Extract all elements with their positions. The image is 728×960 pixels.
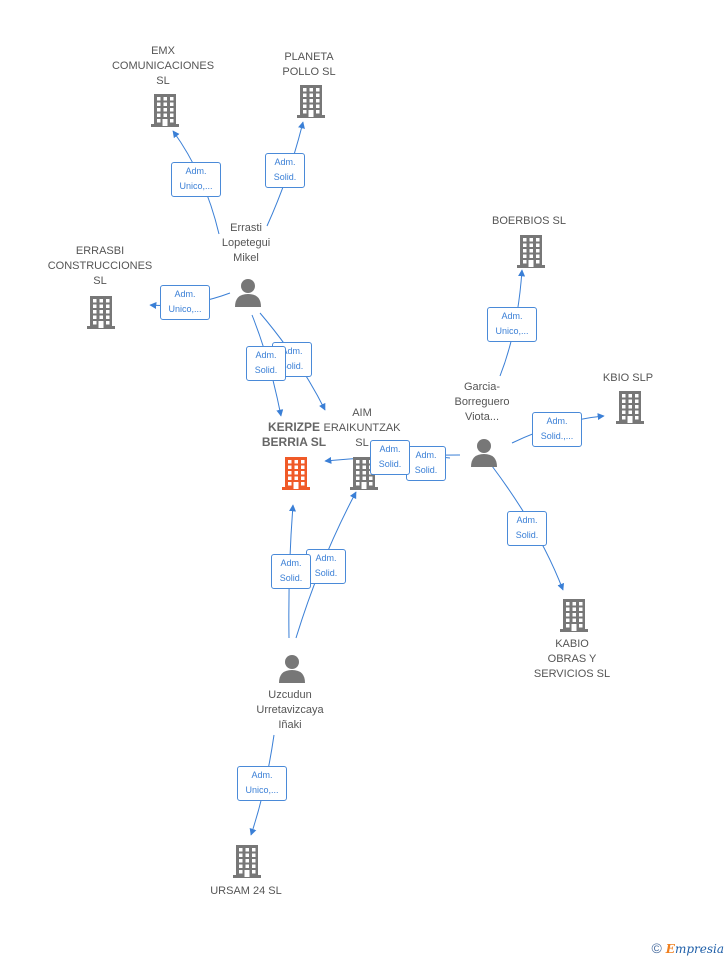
edge-label[interactable]: Adm. Solid.	[370, 440, 410, 475]
edge-label[interactable]: Adm. Solid.	[306, 549, 346, 584]
building-icon[interactable]	[296, 84, 326, 123]
person-icon[interactable]	[233, 277, 263, 312]
edge-label[interactable]: Adm. Unico,...	[171, 162, 221, 197]
person-name[interactable]: Uzcudun Urretavizcaya Iñaki	[256, 689, 324, 731]
edge-label[interactable]: Adm. Solid.	[507, 511, 547, 546]
copyright-icon: ©	[651, 940, 662, 956]
company-name[interactable]: KBIO SLP	[602, 372, 654, 384]
edge-label[interactable]: Adm. Solid.	[271, 554, 311, 589]
edge-label[interactable]: Adm. Unico,...	[237, 766, 287, 801]
company-name[interactable]: KABIO OBRAS Y SERVICIOS SL	[533, 638, 611, 680]
person-icon[interactable]	[469, 437, 499, 472]
footer-brand[interactable]: ©Empresia	[651, 940, 724, 956]
brand-logo: Empresia	[665, 942, 724, 956]
company-name[interactable]: EMX COMUNICACIONES SL	[111, 45, 215, 87]
edge-label[interactable]: Adm. Solid.,...	[532, 412, 582, 447]
building-icon[interactable]	[150, 93, 180, 132]
building-icon[interactable]	[516, 234, 546, 273]
company-name[interactable]: URSAM 24 SL	[210, 885, 282, 897]
building-icon[interactable]	[559, 598, 589, 637]
building-icon[interactable]	[615, 390, 645, 429]
focus-building-icon[interactable]	[281, 456, 311, 495]
person-icon[interactable]	[277, 653, 307, 688]
person-name[interactable]: Garcia- Borreguero Viota...	[454, 381, 510, 423]
company-name[interactable]: AIM ERAIKUNTZAK SL	[323, 407, 401, 449]
company-name[interactable]: BOERBIOS SL	[492, 215, 566, 227]
edge-label[interactable]: Adm. Solid.	[246, 346, 286, 381]
edge-label[interactable]: Adm. Unico,...	[487, 307, 537, 342]
company-name[interactable]: ERRASBI CONSTRUCCIONES SL	[47, 245, 153, 287]
edge-label[interactable]: Adm. Solid.	[265, 153, 305, 188]
person-name[interactable]: Errasti Lopetegui Mikel	[221, 222, 271, 264]
company-name[interactable]: KERIZPE BERRIA SL	[261, 420, 327, 449]
building-icon[interactable]	[232, 844, 262, 883]
company-name[interactable]: PLANETA POLLO SL	[282, 51, 336, 78]
edge-label[interactable]: Adm. Unico,...	[160, 285, 210, 320]
building-icon[interactable]	[86, 295, 116, 334]
edge-label[interactable]: Adm. Solid.	[406, 446, 446, 481]
